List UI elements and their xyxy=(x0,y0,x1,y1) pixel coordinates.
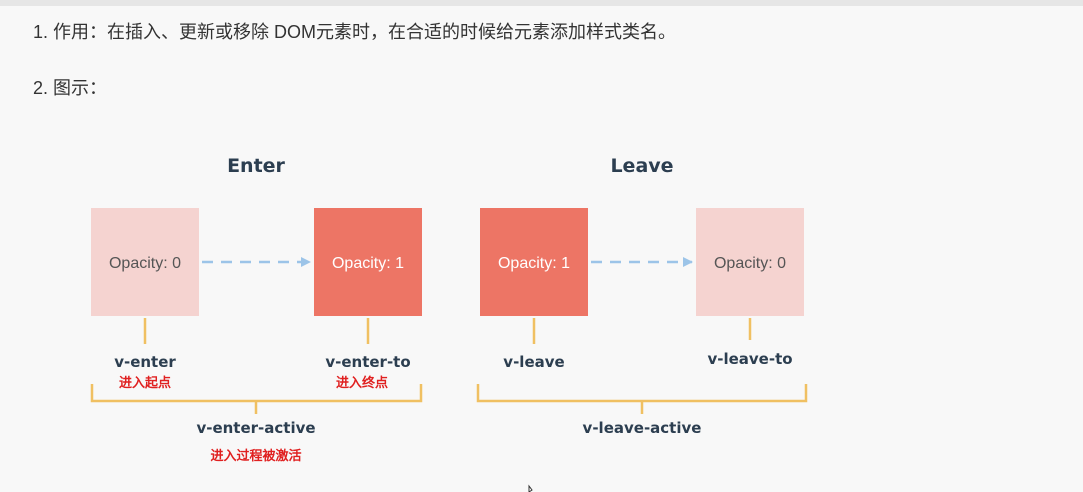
leave-active-bracket xyxy=(476,384,808,403)
enter-start-note: 进入起点 xyxy=(119,375,171,391)
leave-title: Leave xyxy=(610,155,673,177)
mouse-cursor-icon xyxy=(528,484,533,492)
enter-end-note: 进入终点 xyxy=(336,375,388,391)
enter-active-note: 进入过程被激活 xyxy=(210,448,301,464)
purpose-text: 1. 作用：在插入、更新或移除 DOM元素时，在合适的时候给元素添加样式类名。 xyxy=(33,22,677,42)
enter-start-box xyxy=(91,208,199,316)
leave-start-box xyxy=(480,208,588,316)
v-leave-active-label: v-leave-active xyxy=(583,419,702,437)
v-leave-to-label: v-leave-to xyxy=(707,350,792,368)
v-leave-label: v-leave xyxy=(503,353,564,371)
enter-end-box xyxy=(314,208,422,316)
leave-start-box-label: Opacity: 1 xyxy=(498,255,570,272)
v-enter-active-label: v-enter-active xyxy=(196,419,315,437)
v-enter-label: v-enter xyxy=(114,353,176,371)
enter-start-box-label: Opacity: 0 xyxy=(109,255,181,272)
diagram-heading: 2. 图示： xyxy=(33,78,108,98)
top-bar xyxy=(0,0,1083,6)
leave-end-box xyxy=(696,208,804,316)
enter-end-box-label: Opacity: 1 xyxy=(332,255,404,272)
leave-end-box-label: Opacity: 0 xyxy=(714,255,786,272)
v-enter-to-label: v-enter-to xyxy=(325,353,410,371)
enter-title: Enter xyxy=(227,155,285,177)
